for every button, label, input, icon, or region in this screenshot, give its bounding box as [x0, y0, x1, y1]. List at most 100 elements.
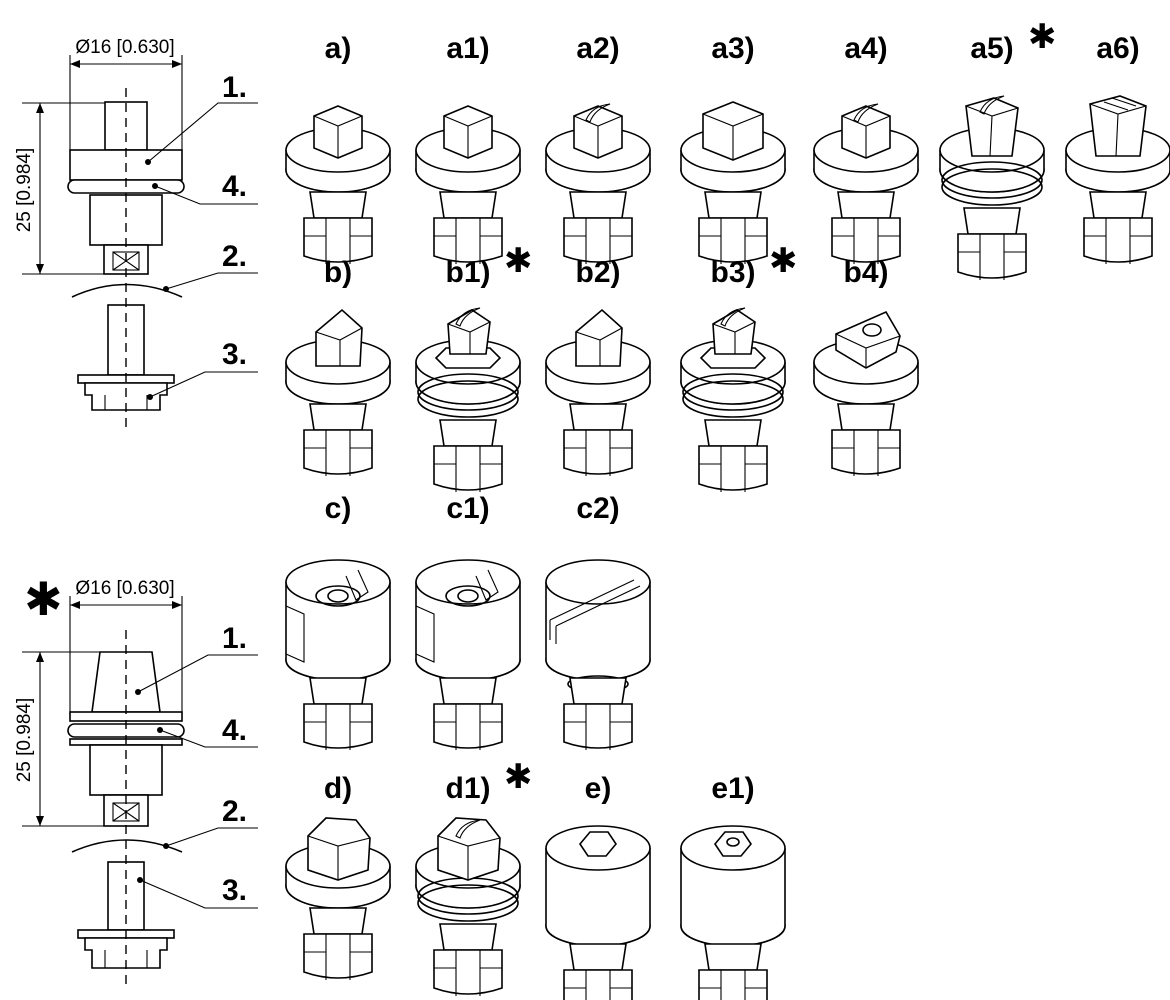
neck	[569, 943, 627, 971]
lower-drive	[1083, 217, 1153, 263]
neck	[704, 191, 762, 219]
arrow-head	[36, 264, 44, 274]
neck	[569, 677, 627, 705]
neck	[963, 207, 1021, 235]
center-pin	[327, 589, 349, 603]
edge-line	[455, 307, 481, 327]
edge-line	[447, 321, 491, 354]
variant-e1: e1)	[680, 772, 786, 1000]
callout-3-bottom: 3.	[222, 874, 247, 907]
variant-label: a)	[325, 32, 352, 65]
variant-b3: b3) ✱	[680, 241, 798, 492]
variant-label: c)	[325, 492, 352, 525]
shank	[89, 194, 163, 246]
edge-line	[853, 103, 879, 123]
neck	[439, 419, 497, 447]
neck	[704, 419, 762, 447]
star-marker: ✱	[769, 241, 798, 281]
neck	[569, 403, 627, 431]
arrow-head	[70, 60, 80, 68]
o-ring	[941, 168, 1043, 206]
o-ring	[417, 884, 519, 922]
center-pin	[457, 589, 479, 603]
o-ring	[682, 380, 784, 418]
edge-line	[315, 327, 363, 366]
variant-label: b3)	[711, 256, 756, 289]
variant-label: a6)	[1096, 32, 1139, 65]
edge-line	[475, 569, 499, 601]
o-ring	[682, 373, 784, 411]
center-hole	[862, 323, 882, 337]
lower-drive	[433, 217, 503, 263]
triangle-head	[835, 310, 901, 369]
star-marker: ✱	[24, 572, 63, 626]
edge-line	[835, 333, 901, 368]
variant-d: d)	[285, 772, 391, 980]
edge-line	[549, 620, 557, 644]
callout-4-top: 4.	[222, 170, 247, 203]
variant-a4: a4)	[813, 32, 919, 264]
edge-line	[841, 115, 891, 158]
height-label-bottom: 25 [0.984]	[14, 698, 35, 783]
variant-label: b1)	[446, 256, 491, 289]
edge-line	[285, 605, 305, 663]
variant-b1: b1) ✱	[415, 241, 533, 492]
callout-1-top: 1.	[222, 71, 247, 104]
lower-drive	[563, 703, 633, 749]
variant-label: a5)	[970, 32, 1013, 65]
edge-line	[307, 835, 371, 880]
edge-line	[575, 327, 623, 366]
diameter-label-top: Ø16 [0.630]	[75, 37, 174, 58]
leader-4	[154, 185, 258, 205]
lower-drive	[563, 969, 633, 1000]
o-ring	[417, 380, 519, 418]
neck	[569, 191, 627, 219]
leader-1	[147, 102, 258, 163]
neck	[309, 403, 367, 431]
neck	[439, 191, 497, 219]
taper-head	[1089, 95, 1147, 157]
variant-d1: d1)✱	[415, 757, 533, 996]
variant-e: e)	[545, 772, 651, 1000]
head-top	[285, 559, 391, 605]
lower-drive	[303, 429, 373, 475]
edge-line	[979, 95, 1005, 115]
star-marker: ✱	[504, 241, 533, 281]
edge-line	[702, 113, 764, 160]
variant-a5: a5) ✱	[939, 17, 1057, 280]
variant-label: c2)	[576, 492, 619, 525]
variant-label: e1)	[711, 772, 754, 805]
wedge-head	[315, 308, 363, 367]
variant-label: a4)	[844, 32, 887, 65]
head-top	[545, 559, 651, 605]
neck	[704, 943, 762, 971]
lower-drive	[698, 969, 768, 1000]
variant-label: d1)	[446, 772, 491, 805]
diameter-label-bottom: Ø16 [0.630]	[75, 578, 174, 599]
callout-2-top: 2.	[222, 240, 247, 273]
neck	[837, 403, 895, 431]
ring-groove	[445, 585, 491, 607]
variant-label: c1)	[446, 492, 489, 525]
lower-drive	[698, 445, 768, 491]
arrow-head	[36, 816, 44, 826]
lower-drive	[303, 217, 373, 263]
lower-drive	[563, 429, 633, 475]
neck	[309, 191, 367, 219]
neck	[1089, 191, 1147, 219]
variant-label: a3)	[711, 32, 754, 65]
neck	[837, 191, 895, 219]
edge-line	[965, 105, 1019, 157]
o-ring	[417, 373, 519, 411]
o-ring	[941, 161, 1043, 199]
star-marker: ✱	[1028, 17, 1057, 57]
arrow-head	[36, 103, 44, 113]
neck	[439, 923, 497, 951]
arrow-head	[172, 601, 182, 609]
arrow-head	[70, 601, 80, 609]
leader-2	[165, 272, 258, 290]
edge-line	[345, 569, 369, 601]
variant-b2: b2)	[545, 256, 651, 476]
lower-drive	[303, 703, 373, 749]
variant-a6: a6)	[1065, 32, 1170, 264]
